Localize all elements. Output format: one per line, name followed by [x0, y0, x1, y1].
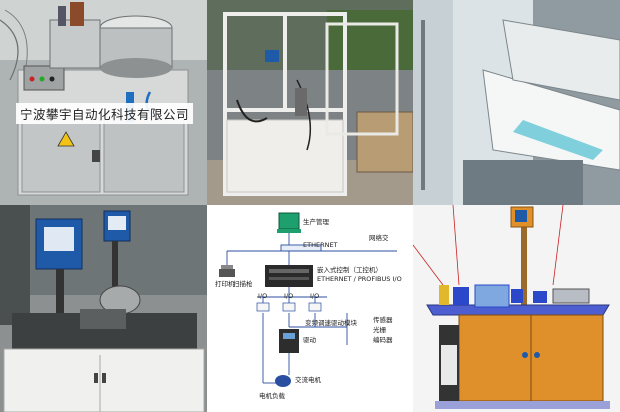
diagram-controller-sub: ETHERNET / PROFIBUS I/O: [317, 275, 402, 283]
diagram-right-label-2: 光栅: [373, 326, 386, 334]
cad-render: [413, 205, 620, 412]
diagram-right-label-1: 传感器: [373, 316, 393, 324]
diagram-network-label: ETHERNET: [303, 241, 338, 249]
diagram-network-right-label: 网络交: [369, 234, 389, 242]
diagram-node-a: I/O: [258, 292, 268, 300]
diagram-bottom-label: 电机负载: [259, 392, 285, 400]
system-diagram: 生产管理 ETHERNET 网络交 嵌入式控制（工控机） ETHERNET / …: [207, 205, 413, 412]
photo-stainless-machine: [413, 0, 620, 205]
diagram-left-device-label: 打印机: [215, 280, 235, 288]
photo-feeder-machine: 宁波攀宇自动化科技有限公司: [0, 0, 207, 205]
diagram-controller-label: 嵌入式控制（工控机）: [317, 266, 382, 274]
photo-test-bench: [0, 205, 207, 412]
diagram-right-label-3: 编码器: [373, 336, 393, 344]
diagram-mid-label: 变频调速驱动模块: [305, 319, 357, 327]
diagram-node-b: I/O: [284, 292, 294, 300]
company-caption: 宁波攀宇自动化科技有限公司: [16, 103, 194, 124]
diagram-left-device-sub: 扫描枪: [233, 280, 253, 288]
diagram-drive-label: 驱动: [303, 336, 316, 344]
diagram-pc-label: 生产管理: [303, 218, 329, 226]
diagram-motor-label: 交流电机: [295, 376, 321, 384]
photo-assembly-station: [207, 0, 413, 205]
diagram-node-c: I/O: [310, 292, 320, 300]
